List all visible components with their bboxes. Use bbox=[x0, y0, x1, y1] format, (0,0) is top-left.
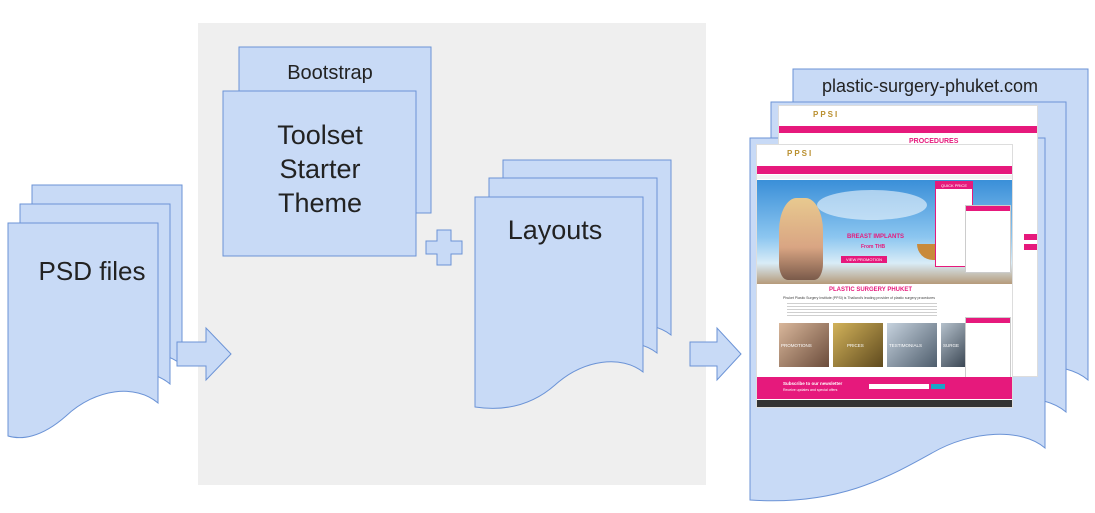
quick-price-title: QUICK PRICE bbox=[936, 182, 972, 189]
tile-prices-label: PRICES bbox=[847, 343, 864, 348]
chat-widget-1 bbox=[965, 205, 1011, 273]
tile-promotions-label: PROMOTIONS bbox=[781, 343, 812, 348]
tile-testimonials: TESTIMONIALS bbox=[887, 323, 937, 367]
psd-files-stack bbox=[7, 184, 183, 439]
section-title: PLASTIC SURGERY PHUKET bbox=[829, 287, 913, 293]
chat-widget-1-header bbox=[966, 206, 1010, 211]
layouts-stack bbox=[474, 159, 672, 409]
back-nav-bar bbox=[779, 126, 1037, 133]
plus-sign bbox=[425, 229, 463, 266]
newsletter-bar: Subscribe to our newsletter Receive upda… bbox=[757, 377, 1012, 399]
footer-strip bbox=[757, 400, 1012, 407]
chat-widget-2 bbox=[965, 317, 1011, 387]
toolset-doc bbox=[222, 90, 417, 257]
hero-price: From THB bbox=[861, 244, 886, 250]
hero-title: BREAST IMPLANTS bbox=[847, 234, 904, 240]
psd-doc-front bbox=[7, 222, 159, 439]
toolset-line-3: Theme bbox=[277, 188, 363, 218]
back-side-box-2 bbox=[1024, 244, 1037, 250]
newsletter-title: Subscribe to our newsletter bbox=[783, 381, 843, 386]
front-subnav bbox=[757, 175, 1012, 179]
newsletter-input bbox=[869, 384, 929, 389]
site-screenshot-front: PPSI BREAST IMPLANTS From THB VIEW PROMO… bbox=[756, 144, 1013, 408]
section-subtitle: Phuket Plastic Surgery Institute (PPSI) … bbox=[783, 296, 935, 300]
tile-promotions: PROMOTIONS bbox=[779, 323, 829, 367]
arrow-layouts-to-site bbox=[689, 326, 742, 382]
hero-button: VIEW PROMOTION bbox=[841, 256, 887, 263]
layouts-doc-front bbox=[474, 196, 644, 409]
toolset-line-2: Starter bbox=[279, 154, 361, 184]
arrow-psd-to-theme bbox=[176, 326, 232, 382]
tile-prices: PRICES bbox=[833, 323, 883, 367]
back-heading: PROCEDURES bbox=[909, 138, 959, 145]
front-logo: PPSI bbox=[787, 149, 814, 158]
psd-files-label: PSD files bbox=[38, 256, 146, 286]
layouts-label: Layouts bbox=[507, 215, 603, 245]
tile-surgeons: SURGE bbox=[941, 323, 965, 367]
section-text-block bbox=[787, 303, 937, 317]
tile-testimonials-label: TESTIMONIALS bbox=[889, 343, 923, 348]
chat-widget-2-header bbox=[966, 318, 1010, 323]
back-logo: PPSI bbox=[813, 110, 840, 119]
toolset-line-1: Toolset bbox=[277, 120, 363, 150]
toolset-label: Toolset Starter Theme bbox=[250, 118, 390, 220]
tile-surgeons-label: SURGE bbox=[943, 343, 960, 348]
newsletter-submit bbox=[931, 384, 945, 389]
bootstrap-label: Bootstrap bbox=[287, 62, 373, 84]
front-nav-bar bbox=[757, 166, 1012, 174]
newsletter-subtitle: Receive updates and special offers bbox=[783, 388, 838, 392]
hero-cloud bbox=[817, 190, 927, 220]
hero-model bbox=[779, 198, 823, 280]
site-label: plastic-surgery-phuket.com bbox=[821, 76, 1039, 96]
back-side-box-1 bbox=[1024, 234, 1037, 240]
